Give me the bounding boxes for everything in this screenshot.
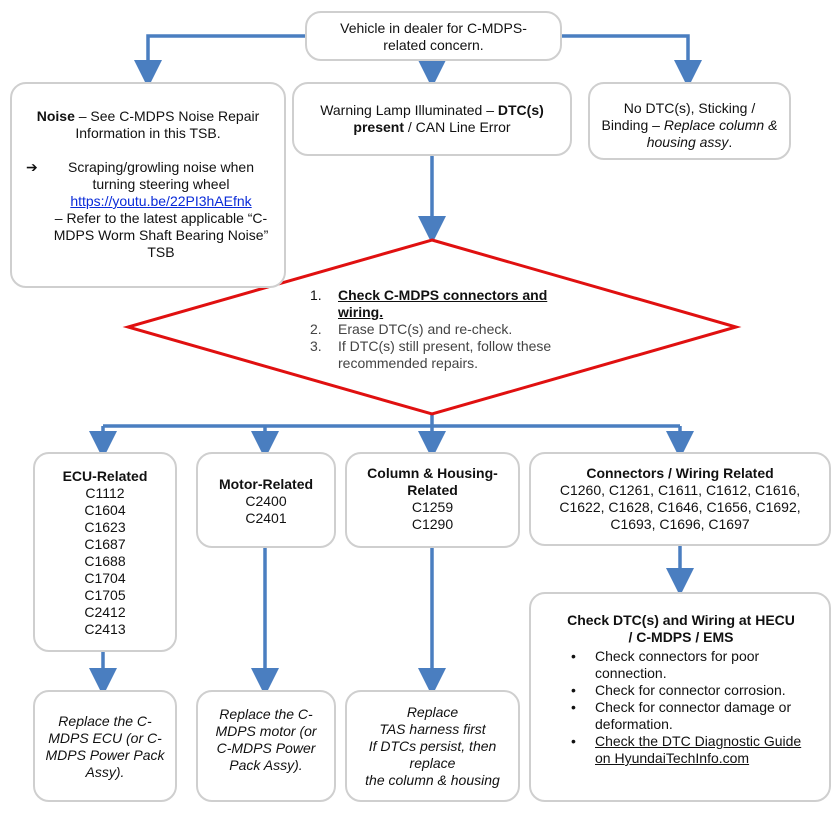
connector-start-to-noise bbox=[134, 34, 305, 88]
start-box: Vehicle in dealer for C-MDPS- related co… bbox=[305, 11, 562, 61]
connectors-wiring-box: Connectors / Wiring Related C1260, C1261… bbox=[529, 452, 831, 546]
dtc-code: C1705 bbox=[84, 587, 126, 603]
column-housing-box: Column & Housing-Related C1259 C1290 bbox=[345, 452, 520, 548]
noise-heading: Noise – See C-MDPS Noise Repair Informat… bbox=[22, 108, 274, 142]
check-bullet: Check for connector corrosion. bbox=[571, 682, 817, 699]
connectors-wiring-title: Connectors / Wiring Related bbox=[586, 465, 774, 481]
dtc-code: C1687 bbox=[84, 536, 126, 552]
start-line-1: Vehicle in dealer for C-MDPS- bbox=[340, 20, 527, 36]
check-bullet: Check connectors for poor connection. bbox=[571, 648, 817, 682]
check-dtc-title: Check DTC(s) and Wiring at HECU / C-MDPS… bbox=[567, 612, 795, 645]
no-dtc-box: No DTC(s), Sticking / Binding – Replace … bbox=[588, 82, 791, 160]
decision-step-1: 1. Check C-MDPS connectors and wiring. bbox=[310, 287, 548, 320]
noise-bullet: ➔ Scraping/growling noise when turning s… bbox=[22, 159, 274, 261]
start-line-2: related concern. bbox=[383, 37, 484, 53]
column-housing-title: Column & Housing-Related bbox=[367, 465, 498, 498]
check-bullet: Check for connector damage or deformatio… bbox=[571, 699, 817, 733]
dtc-code: C1259 bbox=[411, 499, 454, 515]
warning-text-pre: Warning Lamp Illuminated – bbox=[320, 102, 498, 118]
dtc-code: C2413 bbox=[84, 621, 126, 637]
dtc-code: C1623 bbox=[84, 519, 126, 535]
column-action-box: Replace TAS harness first If DTCs persis… bbox=[345, 690, 520, 802]
column-action-line-1: Replace bbox=[406, 704, 459, 720]
ecu-related-box: ECU-Related C1112 C1604 C1623 C1687 C168… bbox=[33, 452, 177, 652]
decision-step-3: 3. If DTC(s) still present, follow these… bbox=[310, 338, 552, 371]
dtc-code: C1704 bbox=[84, 570, 126, 586]
check-bullet-link: Check the DTC Diagnostic Guide on Hyunda… bbox=[571, 733, 817, 767]
dtc-diagnostic-guide-link[interactable]: Check the DTC Diagnostic Guide on Hyunda… bbox=[595, 733, 802, 766]
noise-tsb-reference: – Refer to the latest applicable “C-MDPS… bbox=[53, 210, 269, 260]
warning-box: Warning Lamp Illuminated – DTC(s) presen… bbox=[292, 82, 572, 156]
arrow-bullet-icon: ➔ bbox=[26, 159, 38, 175]
dtc-code: C1688 bbox=[84, 553, 126, 569]
noise-box: Noise – See C-MDPS Noise Repair Informat… bbox=[10, 82, 286, 288]
column-action-line-3: If DTCs persist, then replace bbox=[368, 738, 497, 771]
connectors-wiring-codes: C1260, C1261, C1611, C1612, C1616, C1622… bbox=[559, 482, 801, 532]
warning-text-post: / CAN Line Error bbox=[403, 119, 511, 135]
motor-related-title: Motor-Related bbox=[218, 476, 314, 492]
connector-start-to-nodtc bbox=[562, 34, 702, 88]
dtc-code: C2412 bbox=[84, 604, 126, 620]
decision-steps: 1. Check C-MDPS connectors and wiring. 2… bbox=[310, 287, 575, 372]
noise-video-link[interactable]: https://youtu.be/22PI3hAEfnk bbox=[70, 193, 252, 209]
dtc-code: C2400 bbox=[245, 493, 287, 509]
dtc-code: C1604 bbox=[84, 502, 126, 518]
column-action-line-2: TAS harness first bbox=[379, 721, 486, 737]
check-dtc-box: Check DTC(s) and Wiring at HECU / C-MDPS… bbox=[529, 592, 831, 802]
decision-step-1-text: Check C-MDPS connectors and wiring. bbox=[338, 287, 548, 320]
no-dtc-text-italic: Replace column & housing assy bbox=[646, 117, 778, 150]
noise-title: Noise bbox=[36, 108, 75, 124]
dtc-code: C1112 bbox=[85, 485, 125, 501]
dtc-code: C2401 bbox=[245, 510, 287, 526]
motor-action-box: Replace the C-MDPS motor (or C-MDPS Powe… bbox=[196, 690, 336, 802]
ecu-action-box: Replace the C-MDPS ECU (or C-MDPS Power … bbox=[33, 690, 177, 802]
column-action-line-4: the column & housing bbox=[365, 772, 500, 788]
ecu-related-title: ECU-Related bbox=[62, 468, 148, 484]
dtc-code: C1290 bbox=[411, 516, 454, 532]
noise-description: – See C-MDPS Noise Repair Information in… bbox=[74, 108, 260, 141]
no-dtc-text-pre: No DTC(s), Sticking / Binding – bbox=[601, 100, 756, 133]
decision-step-3-text: If DTC(s) still present, follow these re… bbox=[338, 338, 552, 371]
motor-action-text: Replace the C-MDPS motor (or C-MDPS Powe… bbox=[215, 706, 317, 773]
warning-text-bold: DTC(s) present bbox=[353, 102, 544, 135]
noise-bullet-text: Scraping/growling noise when turning ste… bbox=[68, 159, 254, 192]
decision-step-2: 2. Erase DTC(s) and re-check. bbox=[310, 321, 513, 337]
no-dtc-text-post: . bbox=[728, 134, 733, 150]
motor-related-box: Motor-Related C2400 C2401 bbox=[196, 452, 336, 548]
ecu-action-text: Replace the C-MDPS ECU (or C-MDPS Power … bbox=[45, 713, 165, 780]
decision-step-2-text: Erase DTC(s) and re-check. bbox=[338, 321, 513, 337]
